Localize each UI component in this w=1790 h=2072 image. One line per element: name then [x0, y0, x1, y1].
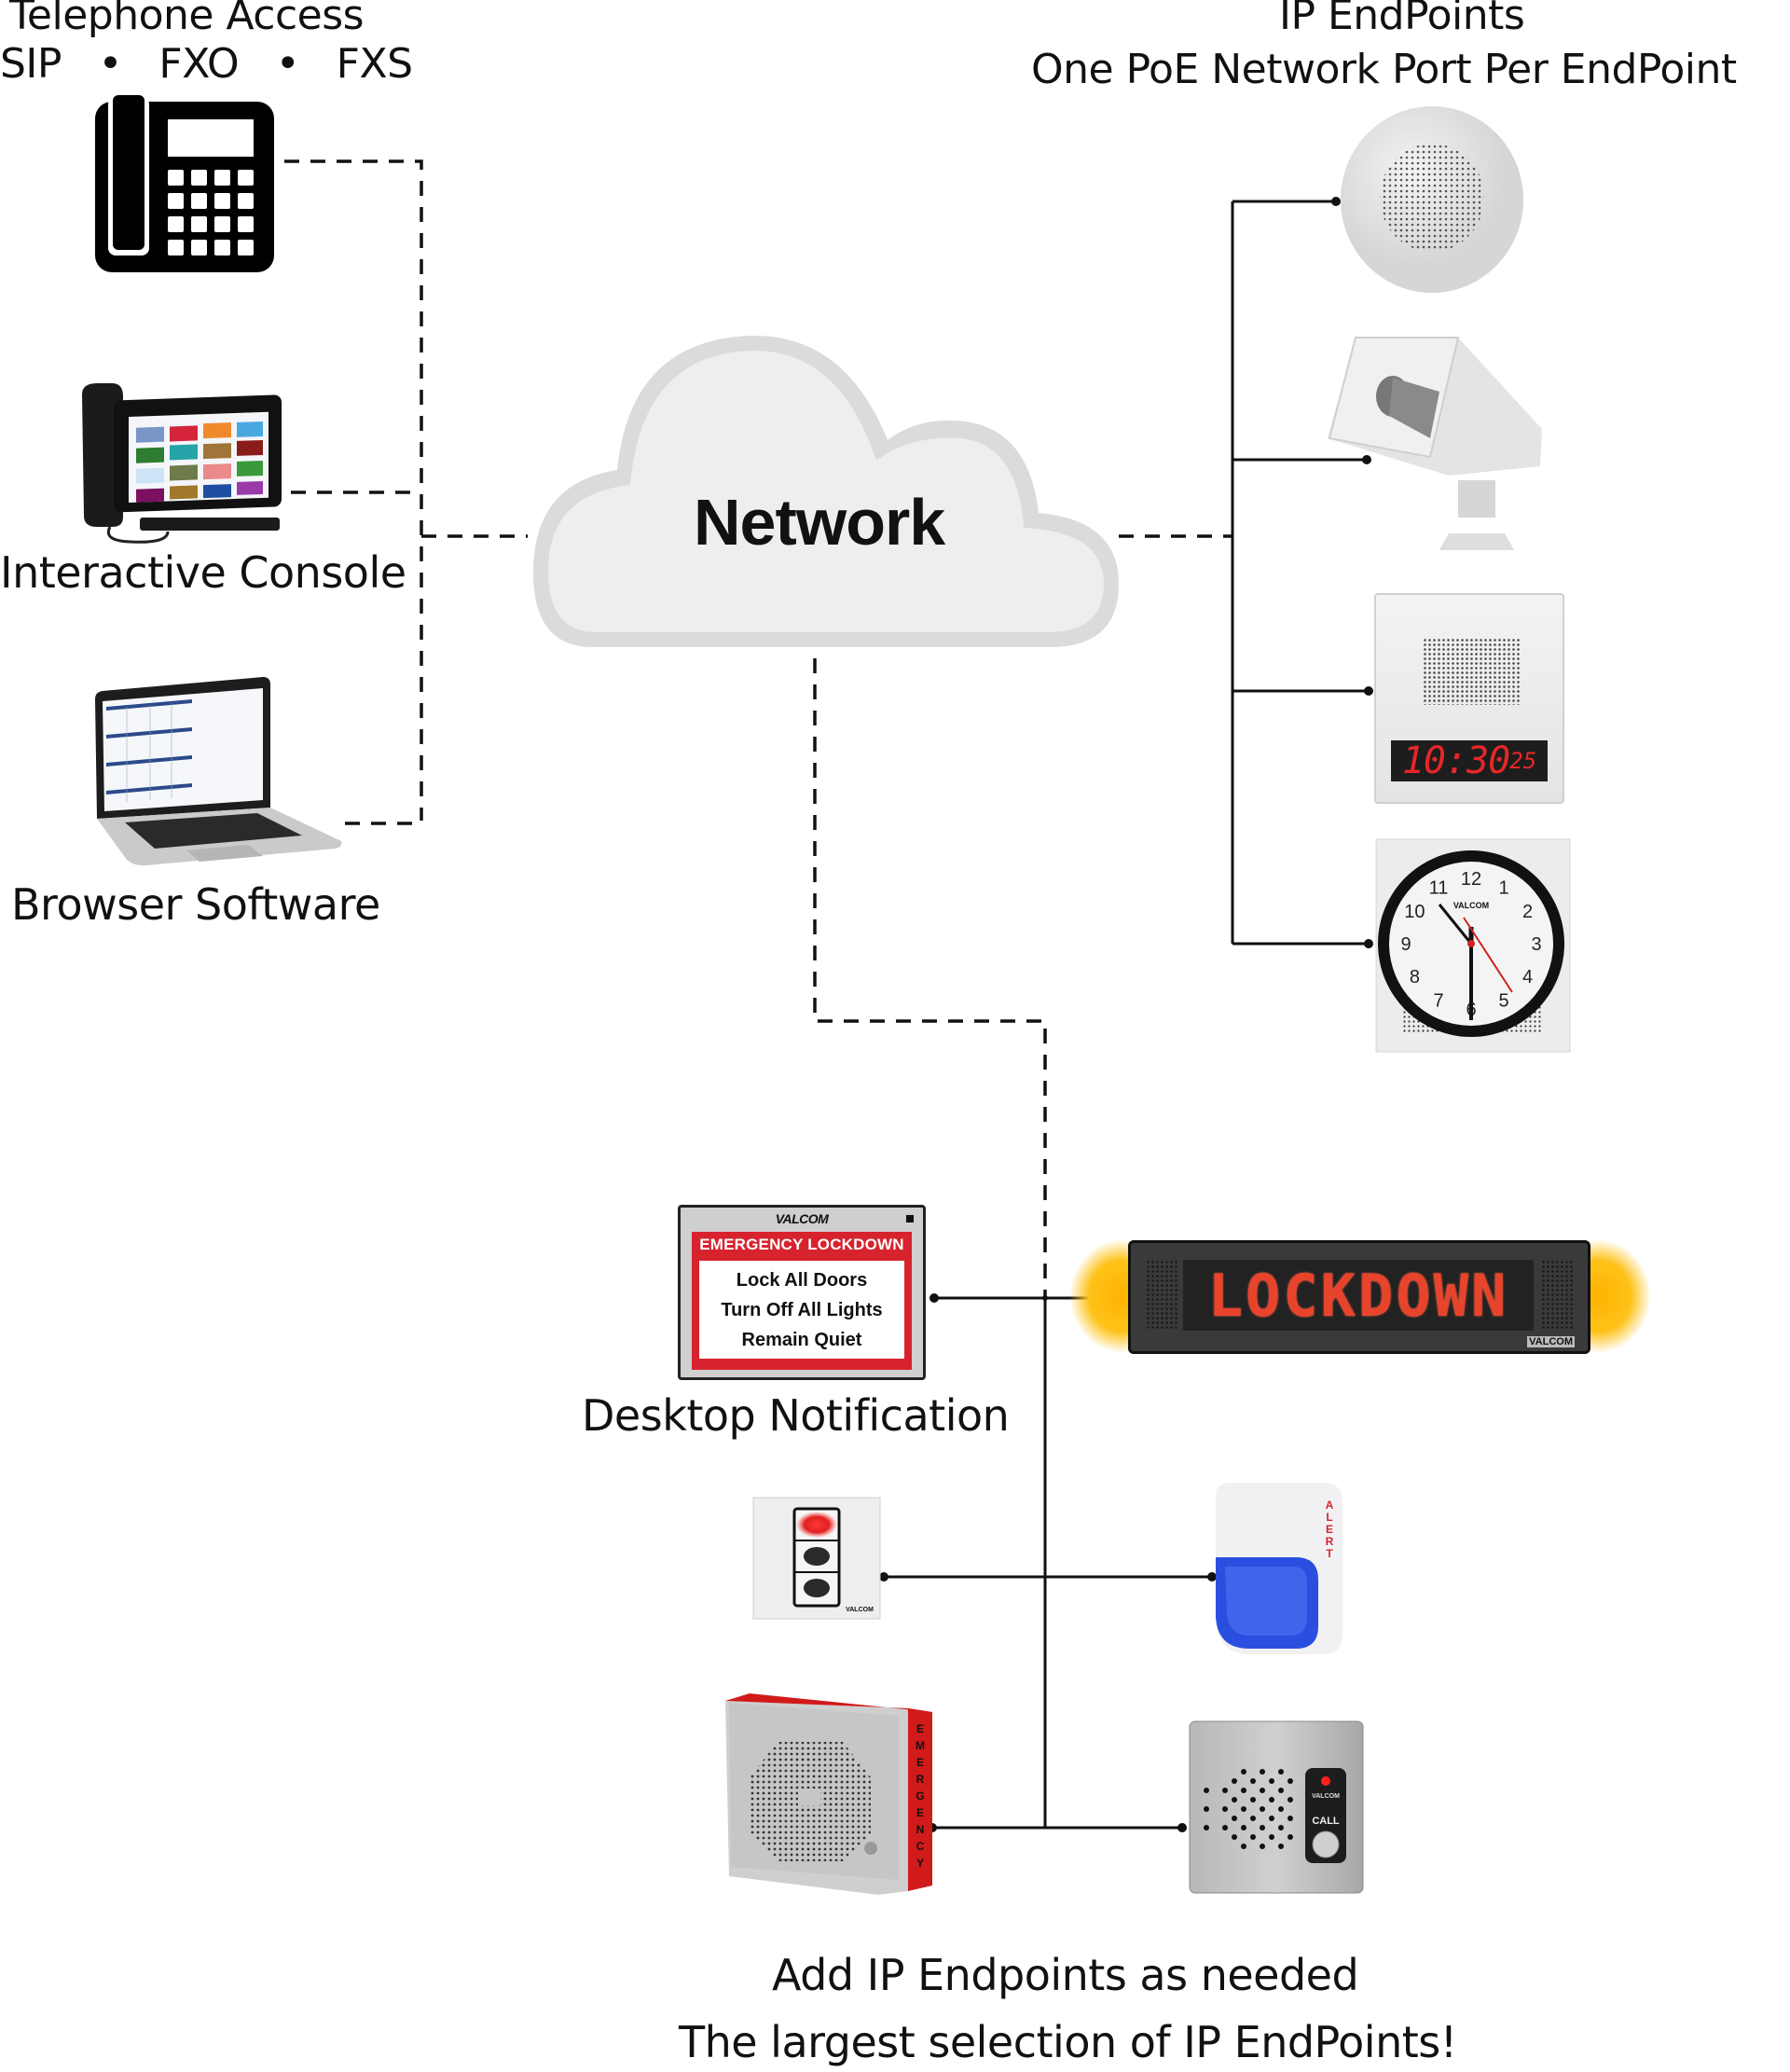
clock-numeral: 5: [1498, 991, 1508, 1012]
call-switch-endpoint: VALCOM: [752, 1497, 881, 1620]
ceiling-speaker-endpoint: [1341, 106, 1523, 293]
speaker-grille: [1423, 638, 1520, 705]
call-intercom-endpoint: VALCOM CALL: [1189, 1720, 1364, 1894]
horn-speaker-endpoint: [1328, 337, 1542, 550]
sign-screen: LOCKDOWN: [1183, 1260, 1534, 1331]
notification-body: Lock All Doors Turn Off All Lights Remai…: [699, 1261, 904, 1359]
separator-dot: •: [98, 40, 122, 88]
dashed-link-network-down: [813, 658, 1047, 1298]
clock-numeral: 9: [1400, 934, 1411, 955]
notification-alert-panel: EMERGENCY LOCKDOWN Lock All Doors Turn O…: [692, 1232, 912, 1370]
node-dot: [1364, 686, 1373, 696]
dashed-link-phone: [284, 159, 423, 821]
emergency-letter: E: [916, 1806, 924, 1819]
analog-clock-endpoint: 121234567891011 VALCOM: [1375, 838, 1571, 1053]
ip-endpoints-subtitle: One PoE Network Port Per EndPoint: [1031, 46, 1737, 93]
ip-endpoints-title: IP EndPoints: [1279, 0, 1525, 39]
notification-line: Turn Off All Lights: [721, 1299, 883, 1320]
interactive-console-device: [82, 383, 282, 544]
browser-software-label: Browser Software: [11, 879, 380, 930]
separator-dot: •: [275, 40, 300, 88]
clock-numeral: 1: [1498, 877, 1508, 898]
clock-numeral: 3: [1531, 934, 1541, 955]
clock-numeral: 7: [1433, 991, 1443, 1012]
telephone-access-title: Telephone Access: [9, 0, 365, 39]
notification-line: Lock All Doors: [736, 1269, 868, 1291]
sign-message: LOCKDOWN: [1207, 1261, 1509, 1330]
node-dot: [1042, 1295, 1048, 1301]
emergency-letter: C: [916, 1840, 925, 1853]
intercom-brand: VALCOM: [1312, 1793, 1340, 1800]
notification-brand: VALCOM: [775, 1211, 829, 1226]
interactive-console-label: Interactive Console: [0, 547, 406, 598]
laptop-browser-device: [95, 677, 342, 866]
emergency-letter: E: [916, 1756, 924, 1769]
network-cloud: [533, 335, 1119, 647]
emergency-letter: Y: [916, 1857, 924, 1870]
desk-phone-icon: [95, 95, 274, 272]
protocol-sip: SIP: [0, 40, 62, 88]
node-dot: [879, 1572, 888, 1582]
window-close-icon[interactable]: [906, 1215, 914, 1222]
clock-numeral: 10: [1404, 902, 1425, 922]
clock-numeral: 2: [1522, 902, 1533, 922]
sign-speaker-grille: [1146, 1260, 1177, 1329]
footer-line-1: Add IP Endpoints as needed: [772, 1950, 1359, 2000]
desktop-notification-label: Desktop Notification: [582, 1390, 1010, 1441]
node-dot: [1362, 455, 1371, 464]
emergency-speaker-endpoint: EMERGENCY: [725, 1693, 932, 1895]
notification-line: Remain Quiet: [741, 1329, 862, 1350]
switch-brand: VALCOM: [846, 1607, 874, 1613]
emergency-letter: R: [916, 1773, 925, 1786]
clock-seconds: 25: [1509, 748, 1537, 774]
led-message-sign-endpoint: LOCKDOWN VALCOM: [1128, 1240, 1590, 1354]
sign-speaker-grille: [1541, 1260, 1573, 1329]
clock-numeral: 11: [1429, 877, 1449, 898]
network-label: Network: [694, 486, 945, 559]
node-dot: [1331, 197, 1341, 206]
node-dot: [1177, 1823, 1187, 1832]
notification-header: EMERGENCY LOCKDOWN: [699, 1236, 904, 1253]
emergency-letter: M: [916, 1739, 925, 1752]
emergency-letter: E: [916, 1722, 924, 1735]
footer-line-2: The largest selection of IP EndPoints!: [679, 2017, 1457, 2067]
emergency-letter: N: [916, 1823, 925, 1836]
node-dot: [929, 1293, 939, 1303]
desktop-notification-window: VALCOM EMERGENCY LOCKDOWN Lock All Doors…: [678, 1205, 926, 1380]
protocol-fxs: FXS: [336, 40, 413, 88]
clock-numeral: 4: [1522, 967, 1533, 988]
node-dot: [1364, 939, 1373, 948]
emergency-letter: G: [916, 1789, 924, 1803]
protocol-fxo: FXO: [158, 40, 240, 88]
clock-time: 10:30: [1401, 739, 1510, 782]
clock-numeral: 12: [1461, 869, 1481, 890]
call-button-label: CALL: [1312, 1816, 1340, 1827]
node-dot: [1207, 1572, 1217, 1582]
sign-brand: VALCOM: [1527, 1336, 1575, 1347]
clock-numeral: 8: [1410, 967, 1420, 988]
clock-brand: VALCOM: [1453, 901, 1489, 910]
telephone-protocols: SIP • FXO • FXS: [0, 41, 413, 88]
